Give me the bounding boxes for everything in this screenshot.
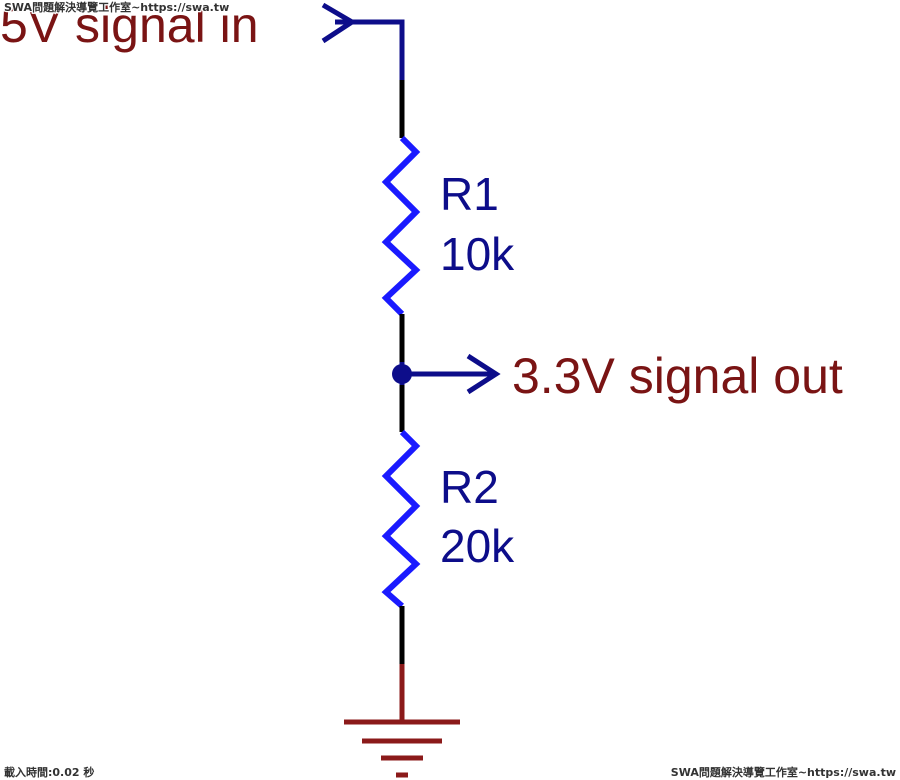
ground-icon [344, 719, 460, 778]
r1-ref-label: R1 [440, 168, 499, 220]
r1-value-label: 10k [440, 228, 515, 280]
r2-ref-label: R2 [440, 461, 499, 513]
r2-body [381, 429, 421, 609]
watermark-top-left: SWA問題解決導覽工作室~https://swa.tw [4, 0, 229, 14]
input-net-wire [335, 19, 405, 80]
output-arrow-icon [466, 353, 501, 395]
r1-body [381, 135, 421, 317]
watermark-bottom-right: SWA問題解決導覽工作室~https://swa.tw [671, 765, 896, 779]
r2-value-label: 20k [440, 520, 515, 572]
watermark-bottom-left: 載入時間:0.02 秒 [4, 765, 94, 779]
input-signal-label: 5V signal in [0, 0, 259, 53]
output-signal-label: 3.3V signal out [512, 348, 843, 404]
